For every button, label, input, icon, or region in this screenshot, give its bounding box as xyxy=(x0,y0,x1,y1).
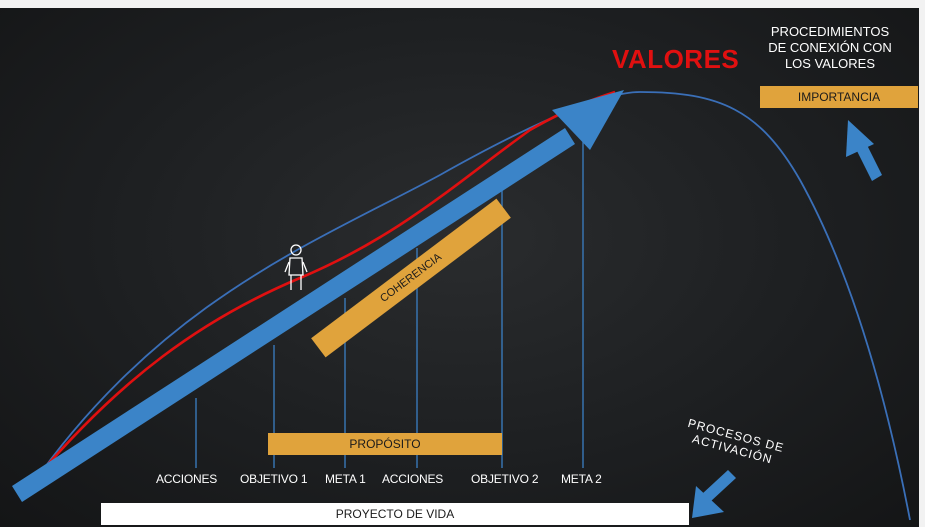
milestone-label: ACCIONES xyxy=(382,472,444,486)
down-arrow-icon xyxy=(692,470,736,518)
procedures-title-line-3: LOS VALORES xyxy=(784,56,876,71)
guide-lines xyxy=(195,132,584,468)
milestone-label: OBJETIVO 1 xyxy=(240,472,308,486)
up-arrow-icon xyxy=(846,120,882,181)
importance-box: IMPORTANCIA xyxy=(760,86,918,108)
values-label: VALORES xyxy=(612,44,740,74)
top-frame xyxy=(0,0,925,8)
milestone-label: OBJETIVO 2 xyxy=(471,472,539,486)
procedures-title-line-2: DE CONEXIÓN CON xyxy=(768,40,892,55)
main-arrow xyxy=(12,90,624,502)
values-curve xyxy=(37,90,616,477)
person-icon xyxy=(284,244,308,290)
procedures-title-line-1: PROCEDIMIENTOS xyxy=(770,24,890,39)
life-curve xyxy=(29,91,911,521)
procedures-title: PROCEDIMIENTOS DE CONEXIÓN CON LOS VALOR… xyxy=(750,24,910,72)
right-frame xyxy=(919,0,925,527)
milestone-label: META 2 xyxy=(561,472,602,486)
milestone-label: META 1 xyxy=(325,472,366,486)
life-project-box: PROYECTO DE VIDA xyxy=(101,503,689,525)
milestone-label: ACCIONES xyxy=(156,472,218,486)
purpose-box: PROPÓSITO xyxy=(268,433,502,455)
